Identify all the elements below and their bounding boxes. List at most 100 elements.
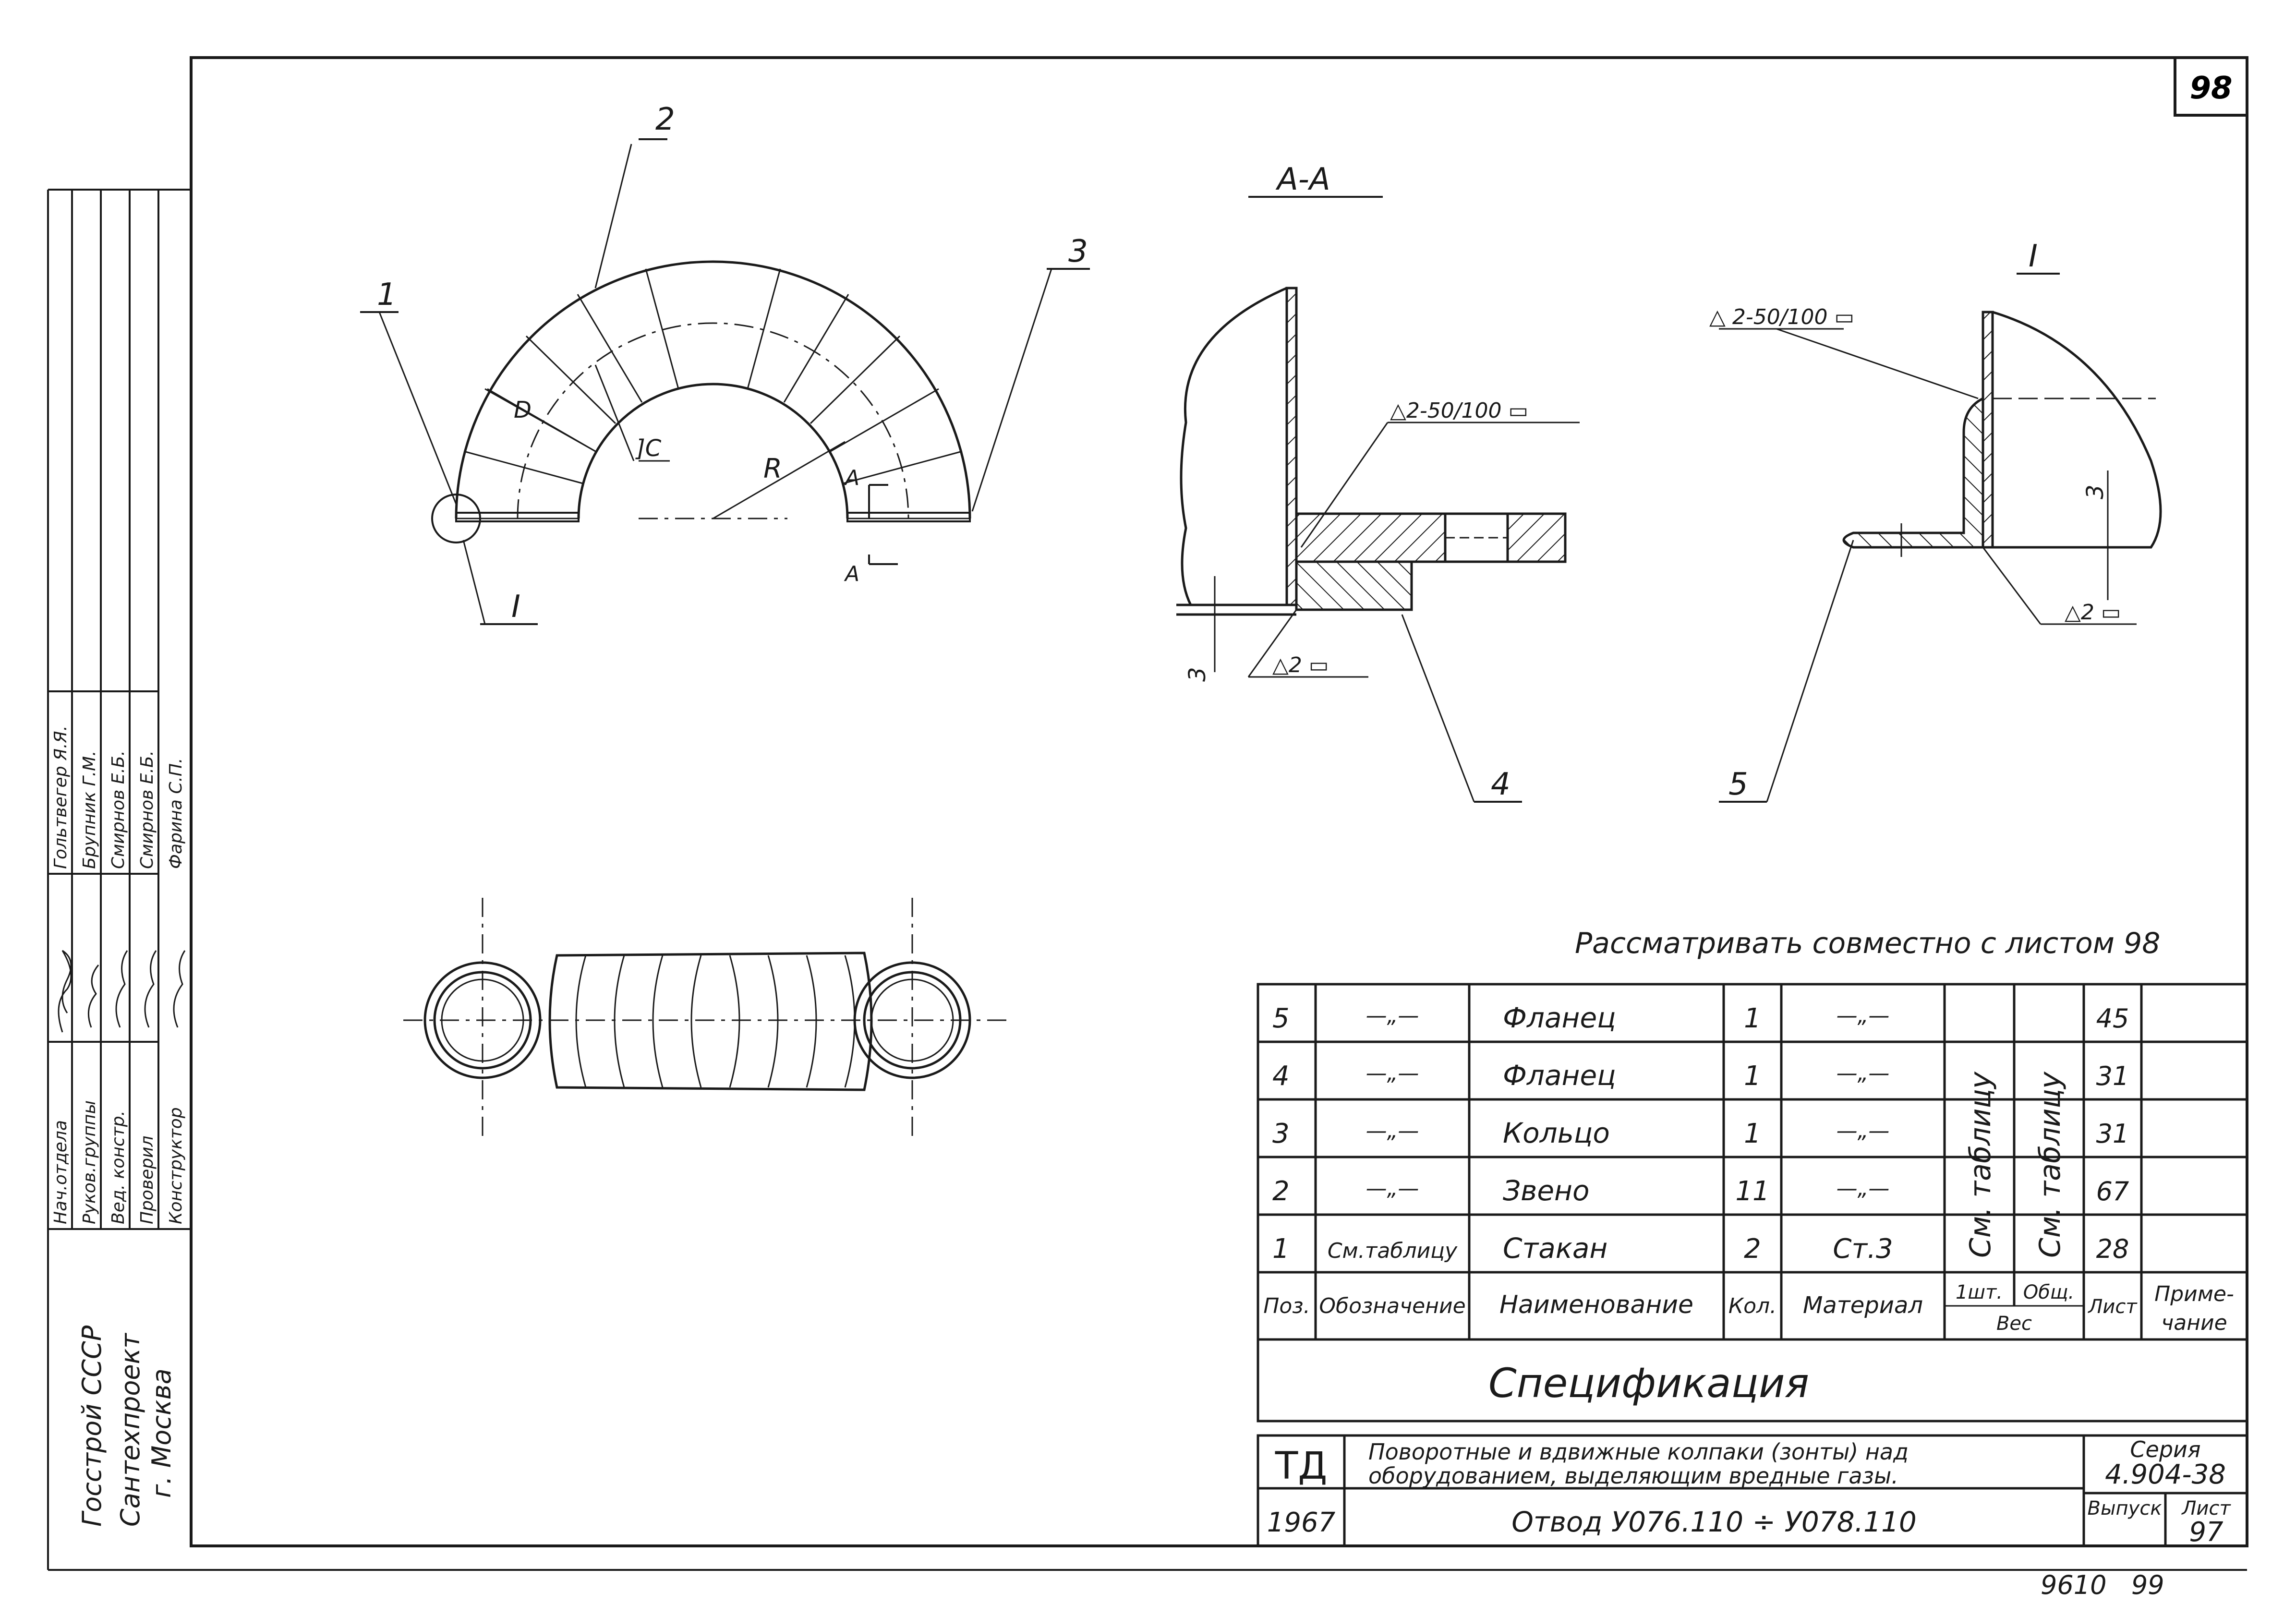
row2-designation: —„—	[1366, 1176, 1419, 1201]
callout-5: 5	[1728, 767, 1748, 802]
row1-designation: См.таблицу	[1328, 1239, 1458, 1263]
i-dim-3: 3	[2082, 484, 2109, 499]
section-arrow-top: A	[844, 466, 859, 490]
row4-sheet: 31	[2096, 1061, 2129, 1091]
part-name: Отвод У076.110 ÷ У078.110	[1511, 1506, 1917, 1538]
stamp-name-3: Смирнов Е.Б.	[109, 750, 128, 869]
title-line-1: Поворотные и вдвижные колпаки (зонты) на…	[1368, 1439, 1909, 1465]
row2-pos: 2	[1272, 1176, 1290, 1207]
spec-caption: Спецификация	[1488, 1360, 1809, 1407]
callout-detail-i: I	[511, 589, 520, 625]
section-aa-labels: A-A △2-50/100 ▭ △2 ▭ 4 3	[1184, 162, 1528, 802]
section-aa-title: A-A	[1275, 162, 1330, 197]
note-read-together: Рассматривать совместно с листом 98	[1575, 927, 2160, 960]
year: 1967	[1267, 1507, 1336, 1538]
weight-total-merged: См. таблицу	[2033, 1071, 2067, 1258]
stamp-name-5: Фарина С.П.	[166, 758, 186, 869]
row2-sheet: 67	[2096, 1176, 2129, 1206]
detail-i	[1719, 273, 2162, 803]
title-line-2: оборудованием, выделяющим вредные газы.	[1368, 1463, 1898, 1489]
row5-designation: —„—	[1366, 1003, 1419, 1028]
callout-2: 2	[655, 102, 675, 137]
detail-i-labels: I △ 2-50/100 ▭ △2 ▭ 5 3	[1709, 239, 2121, 802]
row3-material: —„—	[1837, 1119, 1890, 1143]
main-view-labels: 1 2 3 I R D ]C A A	[377, 102, 1088, 625]
row4-name: Фланец	[1503, 1059, 1616, 1092]
row5-pos: 5	[1272, 1003, 1290, 1034]
spec-table-text: 5 —„— Фланец 1 —„— 45 4 —„— Фланец 1 —„—…	[1263, 1001, 2234, 1407]
hdr-designation: Обозначение	[1319, 1294, 1465, 1318]
org-line-2: Сантехпроект	[115, 1333, 145, 1527]
hdr-pos: Поз.	[1263, 1294, 1310, 1318]
hdr-weight: Вес	[1996, 1313, 2032, 1335]
hdr-sheet: Лист	[2087, 1296, 2138, 1318]
section-arrow-bottom: A	[844, 562, 859, 586]
row5-sheet: 45	[2096, 1003, 2129, 1034]
row3-designation: —„—	[1366, 1119, 1419, 1143]
i-weld-top: △ 2-50/100 ▭	[1709, 305, 1854, 329]
row2-name: Звено	[1503, 1174, 1589, 1207]
i-weld-bottom: △2 ▭	[2065, 600, 2121, 625]
org-line-3: г. Москва	[146, 1368, 177, 1498]
section-aa	[1176, 196, 1580, 803]
sheet-label: Лист	[2181, 1497, 2231, 1520]
row1-material: Ст.3	[1833, 1233, 1893, 1265]
hdr-name: Наименование	[1499, 1290, 1693, 1319]
sheet-value: 97	[2189, 1517, 2223, 1548]
row5-qty: 1	[1744, 1003, 1761, 1034]
stamp-role-2: Руков.группы	[80, 1100, 99, 1224]
corner-sheet-number: 98	[2189, 71, 2232, 106]
issue-label: Выпуск	[2088, 1497, 2162, 1520]
radius-label: R	[763, 453, 782, 484]
elbow-plan-view	[403, 898, 1013, 1138]
aa-weld-main: △2-50/100 ▭	[1390, 398, 1528, 423]
aa-dim-3: 3	[1184, 667, 1211, 682]
row1-qty: 2	[1744, 1233, 1761, 1265]
row4-pos: 4	[1272, 1061, 1290, 1092]
row3-pos: 3	[1272, 1118, 1290, 1149]
row3-name: Кольцо	[1503, 1117, 1610, 1149]
hdr-qty: Кол.	[1728, 1294, 1776, 1318]
sheet-frame	[47, 56, 2248, 1571]
row5-name: Фланец	[1503, 1001, 1616, 1034]
stamp-name-4: Смирнов Е.Б.	[137, 750, 157, 869]
row4-qty: 1	[1744, 1061, 1761, 1092]
signature-marks	[58, 950, 186, 1033]
left-stamp-text: Нач.отдела Руков.группы Вед. констр. Про…	[51, 725, 186, 1224]
org-line-1: Госстрой СССР	[77, 1325, 107, 1527]
row1-pos: 1	[1272, 1233, 1290, 1265]
callout-3: 3	[1068, 234, 1088, 269]
detail-i-title: I	[2029, 239, 2038, 274]
hdr-note-2: чание	[2161, 1311, 2227, 1335]
stamp-role-3: Вед. констр.	[109, 1110, 128, 1224]
stamp-role-4: Проверил	[137, 1135, 157, 1224]
row4-designation: —„—	[1366, 1061, 1419, 1085]
hdr-weight-unit: 1шт.	[1956, 1281, 2003, 1303]
series-value: 4.904-38	[2105, 1459, 2226, 1490]
weld-link-label: ]C	[635, 435, 662, 462]
callout-1: 1	[377, 277, 397, 313]
diameter-label: D	[514, 397, 532, 423]
hdr-material: Материал	[1803, 1292, 1923, 1319]
row3-qty: 1	[1744, 1118, 1761, 1149]
row5-material: —„—	[1837, 1003, 1890, 1028]
org-block: Госстрой СССР Сантехпроект г. Москва	[77, 1325, 177, 1527]
row2-qty: 11	[1735, 1176, 1769, 1207]
stamp-role-5: Конструктор	[166, 1107, 186, 1224]
title-block-grid	[1257, 1434, 2248, 1547]
series-label: Серия	[2130, 1436, 2200, 1462]
stamp-name-2: Брупник Г.М.	[80, 750, 99, 869]
stamp-name-1: Гольтвегер Я.Я.	[51, 725, 71, 869]
row4-material: —„—	[1837, 1061, 1890, 1085]
stamp-role-1: Нач.отдела	[51, 1120, 71, 1224]
hdr-weight-total: Общ.	[2023, 1281, 2075, 1303]
title-block-text: ТД 1967 Поворотные и вдвижные колпаки (з…	[1267, 1436, 2232, 1548]
aa-weld-bottom: △2 ▭	[1272, 653, 1329, 677]
footer-number: 9610 99	[2041, 1570, 2164, 1600]
callout-4: 4	[1491, 767, 1511, 802]
td-mark: ТД	[1275, 1445, 1328, 1488]
elbow-main-view	[360, 138, 1090, 625]
hdr-note-1: Приме-	[2154, 1282, 2234, 1306]
row2-material: —„—	[1837, 1176, 1890, 1201]
